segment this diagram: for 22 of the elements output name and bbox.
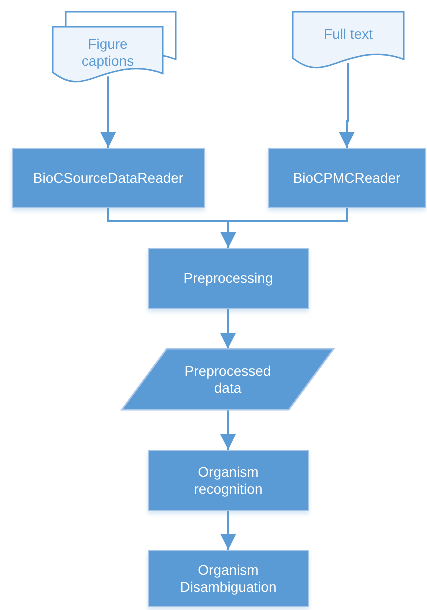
node-label: Figure captions xyxy=(80,36,136,70)
process-box xyxy=(12,148,205,208)
process-box xyxy=(148,550,309,607)
node-label: Organism recognition xyxy=(193,464,264,498)
data-parallelogram xyxy=(122,349,334,410)
arrow xyxy=(220,511,236,550)
node-label: BioCPMCReader xyxy=(293,170,401,186)
process-box xyxy=(148,450,309,511)
node-label: BioCSourceDataReader xyxy=(33,170,184,186)
arrow xyxy=(220,308,236,350)
document-shape xyxy=(293,12,404,70)
node-label: Preprocessed data xyxy=(184,362,272,396)
process-box xyxy=(148,248,309,309)
arrow xyxy=(339,63,355,148)
node-label: Organism Disambiguation xyxy=(179,562,278,596)
arrow xyxy=(220,208,348,248)
process-box xyxy=(268,148,426,208)
multi-document-shape xyxy=(53,12,177,84)
node-label: Preprocessing xyxy=(184,270,274,287)
node-label: Full text xyxy=(324,26,373,43)
arrow xyxy=(100,76,116,148)
arrow xyxy=(220,410,236,450)
